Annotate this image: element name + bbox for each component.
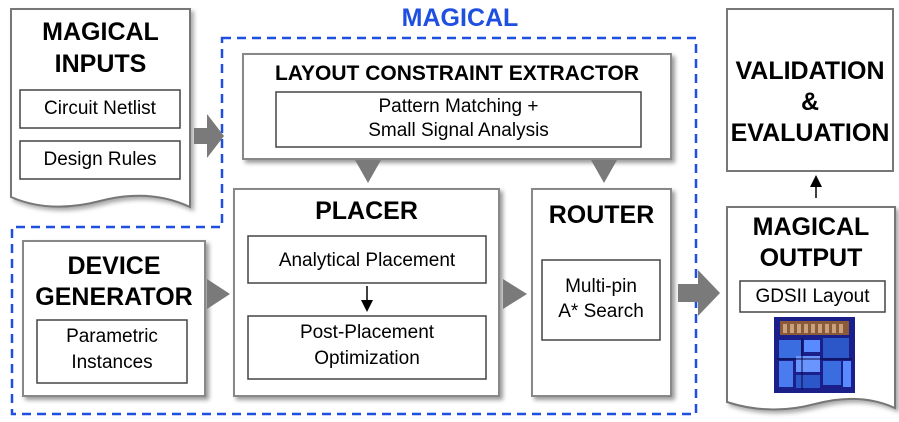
parametric-box bbox=[36, 319, 188, 384]
extractor-to-router-arrow bbox=[591, 160, 617, 183]
inputs-heading-line1: MAGICAL bbox=[42, 18, 159, 46]
placer-to-router-arrow bbox=[503, 279, 527, 309]
extractor-inner-box bbox=[275, 91, 642, 148]
multipin-line1: Multi-pin bbox=[565, 276, 637, 297]
gdsii-label: GDSII Layout bbox=[755, 286, 870, 307]
validation-line1: VALIDATION bbox=[735, 57, 885, 85]
inputs-to-magical-arrow bbox=[194, 114, 224, 158]
gdsii-box bbox=[739, 280, 886, 313]
validation-line3: EVALUATION bbox=[730, 119, 890, 147]
post-placement-box bbox=[247, 315, 487, 380]
output-heading-line1: MAGICAL bbox=[752, 213, 870, 241]
parametric-line2: Instances bbox=[71, 352, 153, 373]
analytical-placement-box bbox=[247, 235, 487, 284]
extractor-heading: LAYOUT CONSTRAINT EXTRACTOR bbox=[274, 62, 639, 85]
device-heading-line1: DEVICE bbox=[67, 252, 161, 280]
inputs-heading-line2: INPUTS bbox=[54, 50, 147, 78]
post-placement-line1: Post-Placement bbox=[299, 322, 435, 343]
multipin-line2: A* Search bbox=[558, 301, 644, 322]
validation-box bbox=[726, 8, 894, 172]
parametric-line1: Parametric bbox=[66, 326, 158, 347]
design-rules-label: Design Rules bbox=[43, 149, 157, 170]
placer-heading: PLACER bbox=[315, 197, 418, 225]
validation-line2: & bbox=[800, 88, 820, 116]
extractor-item-line1: Pattern Matching + bbox=[378, 96, 539, 117]
router-heading: ROUTER bbox=[548, 201, 655, 229]
circuit-netlist-label: Circuit Netlist bbox=[44, 98, 156, 119]
post-placement-line2: Optimization bbox=[314, 348, 420, 369]
multipin-box bbox=[541, 259, 661, 341]
router-to-output-arrow bbox=[678, 270, 720, 316]
device-heading-line2: GENERATOR bbox=[35, 283, 193, 311]
magical-title: MAGICAL bbox=[401, 4, 519, 32]
magical-dashed-boundary bbox=[10, 36, 698, 416]
gdsii-chip-image bbox=[774, 317, 855, 393]
extractor-item-line2: Small Signal Analysis bbox=[368, 120, 549, 141]
design-rules-box bbox=[19, 140, 181, 180]
circuit-netlist-box bbox=[19, 89, 181, 129]
extractor-to-placer-arrow bbox=[355, 160, 381, 183]
analytical-placement-label: Analytical Placement bbox=[278, 250, 456, 271]
output-heading-line2: OUTPUT bbox=[759, 244, 863, 272]
device-to-placer-arrow bbox=[207, 279, 230, 309]
